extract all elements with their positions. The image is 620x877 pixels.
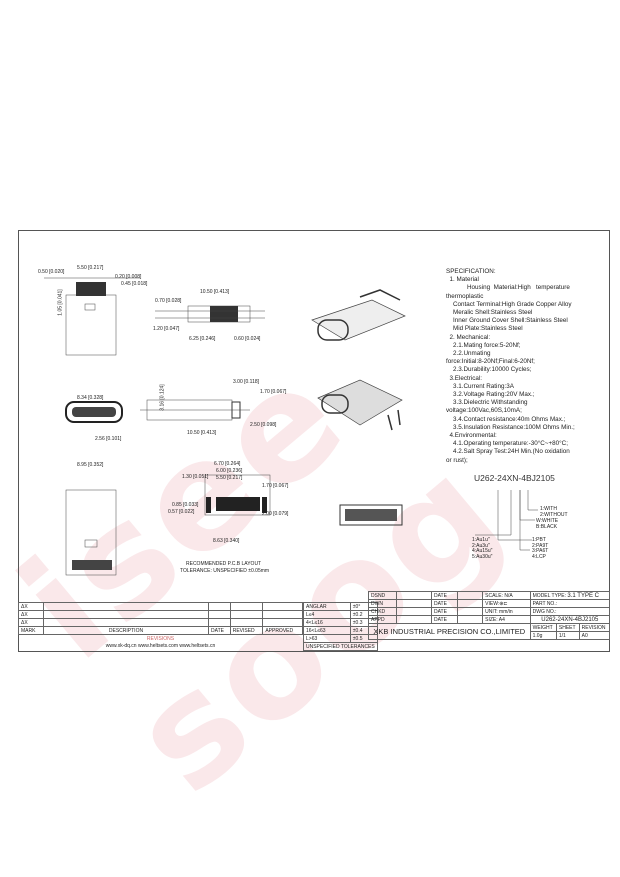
- spec-line: 4.1.Operating temperature:-30°C~+80°C;: [446, 440, 568, 448]
- spec-line: 2.1.Mating force:5-20Nf;: [446, 341, 521, 349]
- dim-label: 8.63 [0.340]: [213, 538, 240, 544]
- spec-line: thermoplastic: [446, 292, 484, 300]
- pcb-layout-drawing: [204, 474, 271, 516]
- dim-label: 5.50 [0.217]: [77, 265, 104, 271]
- part-code-diagram: [339, 490, 538, 551]
- spec-line: 3.Electrical:: [446, 374, 483, 382]
- dim-label: 5.50 [0.217]: [216, 475, 243, 481]
- plating-options: 1:Au1u"2:Au3u"4:Au15u"5:Au30u": [472, 537, 493, 560]
- dim-label: 0.50 [0.020]: [38, 269, 65, 275]
- dim-label: 2.50 [0.098]: [250, 422, 277, 428]
- dim-label: 10.50 [0.413]: [200, 289, 230, 295]
- tolerance-table: ANGLAR±0° L≤4±0.2 4<L≤16±0.3 16<L≤63±0.4…: [303, 602, 378, 651]
- spec-line: 3.3.Dielectric Withstanding: [446, 399, 528, 407]
- spec-line: Meralic Shell:Stainless Steel: [446, 309, 533, 317]
- dim-label: 0.20 [0.008]: [115, 274, 142, 280]
- spec-line: 4.Environmental:: [446, 432, 497, 440]
- spec-line: 1. Material: [446, 276, 479, 284]
- drawing-frame: [18, 230, 610, 652]
- dim-label: 1.30 [0.051]: [182, 474, 209, 480]
- dim-label: 6.25 [0.246]: [189, 336, 216, 342]
- dim-label: 1.20 [0.047]: [153, 326, 180, 332]
- dim-label: 0.57 [0.022]: [168, 509, 195, 515]
- side-view-drawing: [155, 305, 265, 323]
- dim-label: 1.70 [0.067]: [260, 389, 287, 395]
- dim-label: 0.45 [0.018]: [121, 281, 148, 287]
- dim-label: 8.95 [0.352]: [77, 462, 104, 468]
- dim-label: 1.70 [0.067]: [262, 483, 289, 489]
- dim-label: 1.05 [0.041]: [57, 289, 64, 316]
- spec-line: Inner Ground Cover Shell:Stainless Steel: [446, 317, 568, 325]
- spec-line: 2.2.Unmating: [446, 350, 491, 358]
- dim-label: 6.70 [0.264]: [214, 461, 241, 467]
- side-view-2-drawing: [140, 399, 250, 421]
- pcb-note: RECOMMENDED P.C.B LAYOUT: [186, 561, 262, 567]
- dim-label: 0.70 [0.028]: [155, 298, 182, 304]
- spec-line: 3.5.Insulation Resistance:100M Ohms Min.…: [446, 423, 575, 431]
- pcb-note: TOLERANCE: UNSPECIFIED ±0.05mm: [180, 568, 270, 574]
- dim-label: 0.60 [0.024]: [234, 336, 261, 342]
- spec-line: SPECIFICATION:: [446, 268, 496, 275]
- dim-label: 10.50 [0.413]: [187, 430, 217, 436]
- spec-line: 3.4.Contact resistance:40m Ohms Max.;: [446, 415, 566, 423]
- front-view-drawing: [65, 401, 123, 423]
- spec-line: force:Initial:8-20Nf;Final:6-20Nf;: [446, 358, 535, 366]
- dim-label: 6.00 [0.236]: [216, 468, 243, 474]
- iso-view-bottom: [317, 379, 403, 431]
- dim-label: 2.56 [0.101]: [95, 436, 122, 442]
- spec-line: Mid Plate:Stainless Steel: [446, 325, 523, 333]
- spec-line: Housing Material:High temperature: [446, 284, 570, 292]
- bottom-view-drawing: [65, 489, 117, 576]
- spec-line: or rust);: [446, 456, 468, 464]
- company-name: XKB INDUSTRIAL PRECISION CO.,LIMITED: [368, 623, 531, 640]
- spec-line: Contact Terminal:High Grade Copper Alloy: [446, 300, 572, 308]
- spec-line: 3.1.Current Rating:3A: [446, 382, 514, 390]
- projection-symbol-icon: ⊕⊏: [499, 600, 508, 607]
- specification-block: SPECIFICATION: 1. Material Housing Mater…: [446, 268, 606, 465]
- dim-label: 8.34 [0.328]: [77, 395, 104, 401]
- dim-label: 2.00 [0.079]: [262, 511, 289, 517]
- dim-label: 3.00 [0.118]: [233, 379, 260, 385]
- dim-label: 3.16 [0.124]: [159, 384, 166, 411]
- spec-line: 2. Mechanical:: [446, 333, 491, 341]
- spec-line: voltage:100Vac,60S,10mA;: [446, 407, 522, 415]
- top-view-drawing: [44, 277, 140, 356]
- spec-line: 3.2.Voltage Rating:20V Max.;: [446, 391, 535, 399]
- part-code: U262-24XN-4BJ2105: [474, 473, 555, 483]
- spec-line: 2.3.Durability:10000 Cycles;: [446, 366, 532, 374]
- iso-view-top: [311, 289, 406, 341]
- spec-line: 4.2.Salt Spray Test:24H Min.(No oxidatio…: [446, 448, 570, 456]
- dim-label: 0.85 [0.033]: [172, 502, 199, 508]
